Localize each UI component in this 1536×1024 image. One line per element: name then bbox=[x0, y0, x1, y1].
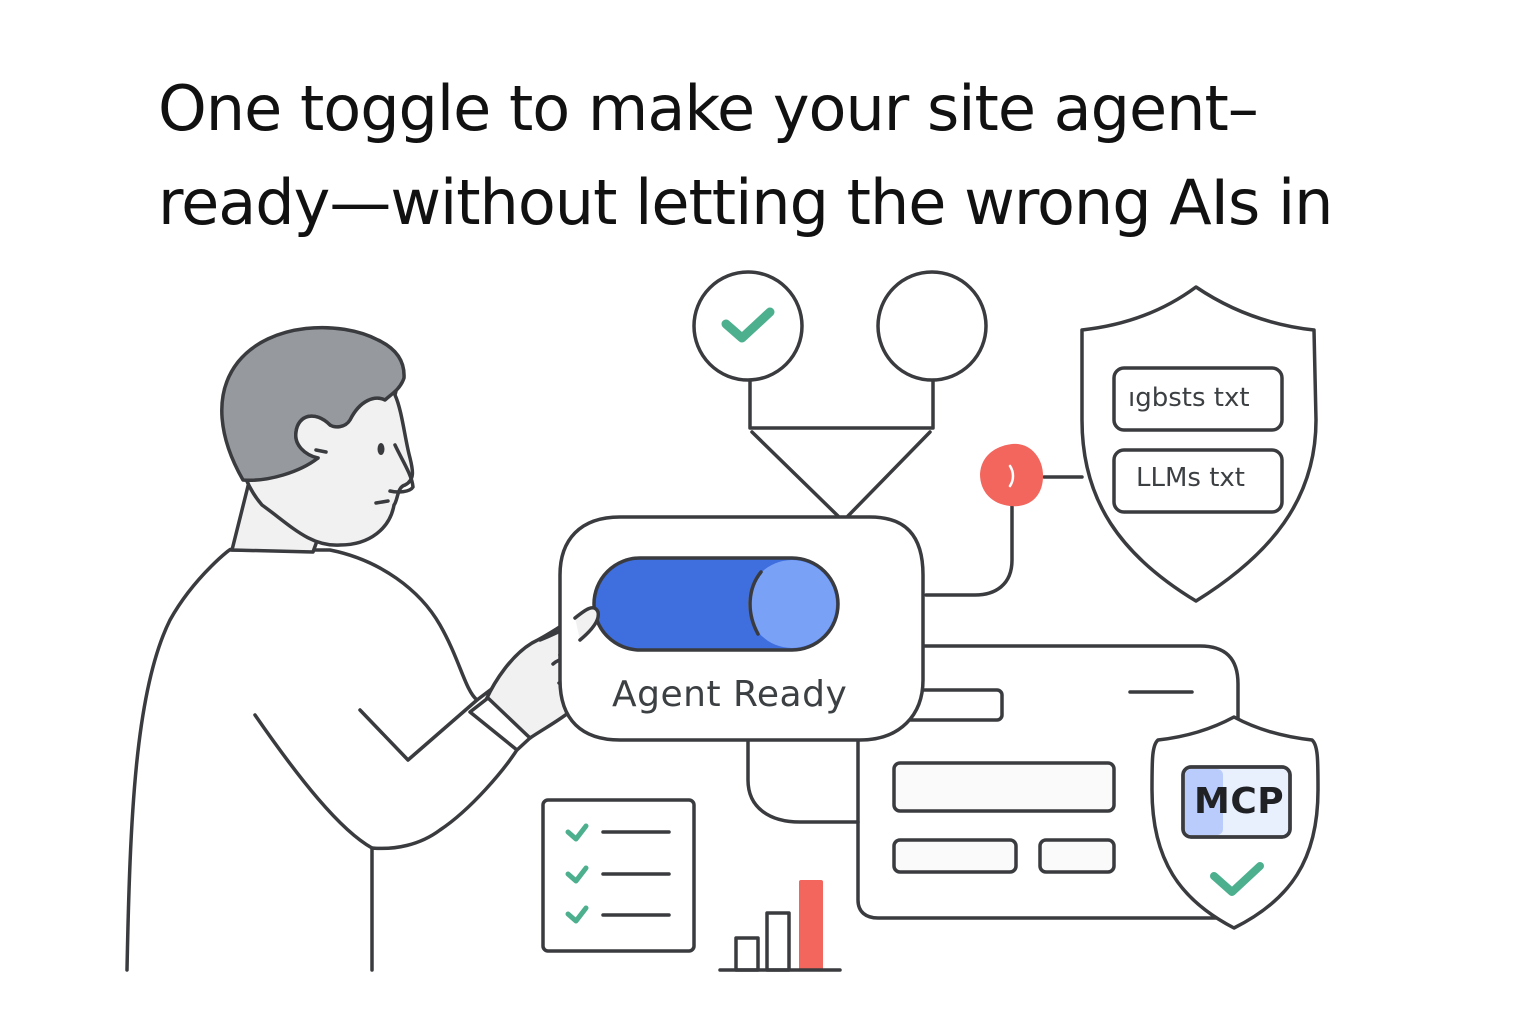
agent-ready-toggle[interactable] bbox=[592, 556, 840, 652]
file-pill-llms bbox=[1112, 448, 1284, 514]
bar-chart-icon bbox=[718, 880, 842, 972]
alert-icon bbox=[1008, 464, 1015, 488]
headline-line-1: One toggle to make your site agent– bbox=[158, 72, 1259, 145]
headline: One toggle to make your site agent– read… bbox=[158, 62, 1418, 250]
checklist bbox=[541, 798, 696, 953]
check-icon bbox=[721, 307, 775, 343]
robots-txt-label: ıgbsts txt bbox=[1128, 383, 1250, 413]
person-figure bbox=[125, 325, 603, 972]
empty-node bbox=[876, 270, 988, 382]
toggle-label: Agent Ready bbox=[612, 674, 848, 715]
mcp-shield bbox=[1150, 715, 1320, 930]
headline-line-2: ready—without letting the wrong AIs in bbox=[158, 166, 1333, 239]
site-card bbox=[856, 644, 1240, 920]
approved-node bbox=[692, 270, 804, 382]
toggle-knob bbox=[748, 560, 836, 648]
agent-ready-toggle-hitbox[interactable] bbox=[594, 558, 838, 650]
file-pill-robots bbox=[1112, 366, 1284, 432]
eye bbox=[377, 443, 385, 455]
card-input-wide bbox=[892, 761, 1116, 813]
check-icon bbox=[1210, 862, 1264, 896]
blocked-node bbox=[980, 443, 1044, 507]
policy-shield bbox=[1080, 285, 1318, 603]
mcp-label: MCP bbox=[1194, 781, 1285, 822]
card-button bbox=[1038, 838, 1116, 874]
card-input-short bbox=[892, 838, 1018, 874]
llms-txt-label: LLMs txt bbox=[1136, 463, 1245, 493]
connector-lines bbox=[746, 368, 1084, 824]
head bbox=[220, 325, 415, 547]
